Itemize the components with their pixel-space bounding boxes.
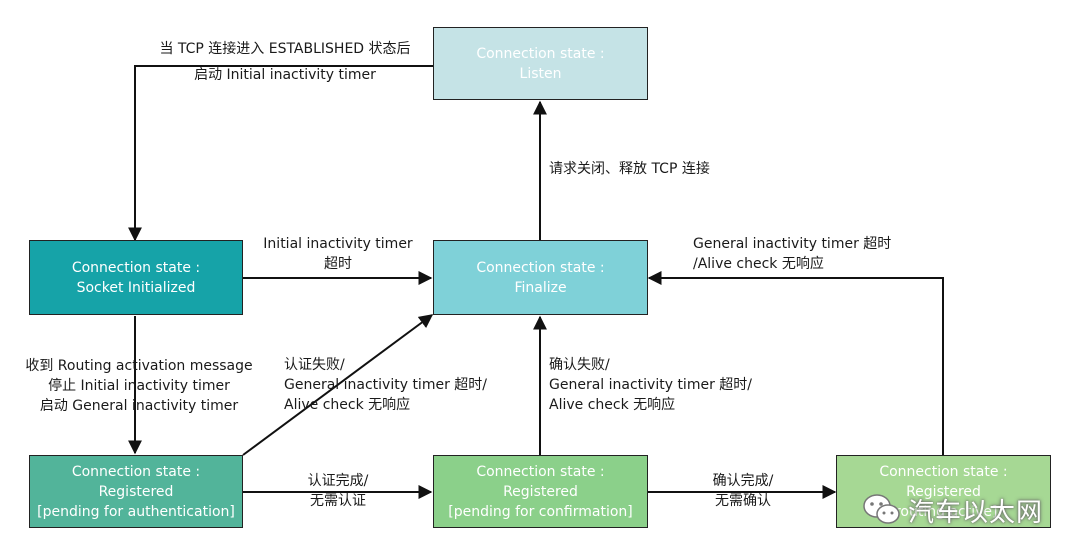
node-pending-auth: Connection state : Registered [pending f… bbox=[29, 455, 243, 528]
edge-listen-to-socket bbox=[128, 65, 433, 242]
node-finalize-state: Finalize bbox=[514, 279, 567, 296]
node-confirm-title: Connection state : bbox=[476, 463, 605, 480]
label-confirm-to-finalize-l2: General inactivity timer 超时/ bbox=[549, 377, 752, 393]
label-auth-to-finalize: 认证失败/ General inactivity timer 超时/ Alive… bbox=[284, 355, 487, 415]
label-auth-to-finalize-l3: Alive check 无响应 bbox=[284, 397, 411, 413]
label-auth-to-confirm-l2: 无需认证 bbox=[310, 493, 366, 509]
label-confirm-to-active-l2: 无需确认 bbox=[715, 493, 771, 509]
edge-active-to-finalize bbox=[647, 271, 944, 455]
label-socket-to-auth-l3: 启动 General inactivity timer bbox=[39, 398, 239, 414]
label-confirm-to-active: 确认完成/ 无需确认 bbox=[693, 471, 793, 511]
label-active-to-finalize: General inactivity timer 超时 /Alive check… bbox=[693, 234, 891, 274]
label-listen-to-socket-l2: 启动 Initial inactivity timer bbox=[194, 67, 376, 83]
node-socket-state: Socket Initialized bbox=[76, 279, 196, 296]
label-socket-to-finalize: Initial inactivity timer 超时 bbox=[248, 234, 428, 274]
label-listen-to-socket-l1: 当 TCP 连接进入 ESTABLISHED 状态后 bbox=[159, 41, 411, 57]
label-confirm-to-finalize-l1: 确认失败/ bbox=[549, 357, 610, 373]
label-socket-to-auth-l1: 收到 Routing activation message bbox=[25, 358, 253, 374]
node-confirm-substate: [pending for confirmation] bbox=[448, 503, 633, 520]
label-active-to-finalize-l2: /Alive check 无响应 bbox=[693, 256, 824, 272]
node-listen: Connection state : Listen bbox=[433, 27, 648, 100]
watermark: 汽车以太网 bbox=[862, 490, 1062, 530]
label-confirm-to-finalize: 确认失败/ General inactivity timer 超时/ Alive… bbox=[549, 355, 752, 415]
label-socket-to-finalize-l1: Initial inactivity timer bbox=[263, 236, 413, 252]
wechat-icon bbox=[863, 494, 900, 524]
label-confirm-to-finalize-l3: Alive check 无响应 bbox=[549, 397, 676, 413]
label-socket-to-finalize-l2: 超时 bbox=[324, 256, 352, 272]
label-auth-to-confirm: 认证完成/ 无需认证 bbox=[288, 471, 388, 511]
node-socket-title: Connection state : bbox=[71, 259, 201, 276]
node-listen-state: Listen bbox=[519, 65, 562, 82]
node-listen-title: Connection state : bbox=[476, 45, 605, 62]
label-auth-to-finalize-l1: 认证失败/ bbox=[284, 357, 345, 373]
label-socket-to-auth-l2: 停止 Initial inactivity timer bbox=[48, 378, 230, 394]
node-pending-confirm: Connection state : Registered [pending f… bbox=[433, 455, 648, 528]
edge-auth-to-finalize bbox=[242, 314, 434, 456]
node-active-substate: [routing active] bbox=[889, 503, 998, 520]
node-active-title: Connection state : bbox=[879, 463, 1008, 480]
node-confirm-state: Registered bbox=[503, 483, 578, 500]
label-auth-to-confirm-l1: 认证完成/ bbox=[307, 473, 369, 489]
node-auth-state: Registered bbox=[98, 483, 174, 500]
label-finalize-to-listen: 请求关闭、释放 TCP 连接 bbox=[549, 159, 710, 179]
label-finalize-to-listen-l1: 请求关闭、释放 TCP 连接 bbox=[549, 161, 710, 177]
label-listen-to-socket: 当 TCP 连接进入 ESTABLISHED 状态后 启动 Initial in… bbox=[140, 39, 430, 85]
watermark-text: 汽车以太网 bbox=[908, 497, 1044, 528]
node-auth-title: Connection state : bbox=[71, 463, 201, 480]
label-confirm-to-active-l1: 确认完成/ bbox=[712, 473, 774, 489]
label-socket-to-auth: 收到 Routing activation message 停止 Initial… bbox=[14, 356, 264, 416]
label-active-to-finalize-l1: General inactivity timer 超时 bbox=[693, 236, 892, 252]
node-finalize: Connection state : Finalize bbox=[433, 240, 648, 315]
label-auth-to-finalize-l2: General inactivity timer 超时/ bbox=[284, 377, 487, 393]
node-auth-substate: [pending for authentication] bbox=[37, 503, 235, 520]
node-socket-initialized: Connection state : Socket Initialized bbox=[29, 240, 243, 315]
node-active-state: Registered bbox=[906, 483, 981, 500]
node-finalize-title: Connection state : bbox=[476, 259, 605, 276]
